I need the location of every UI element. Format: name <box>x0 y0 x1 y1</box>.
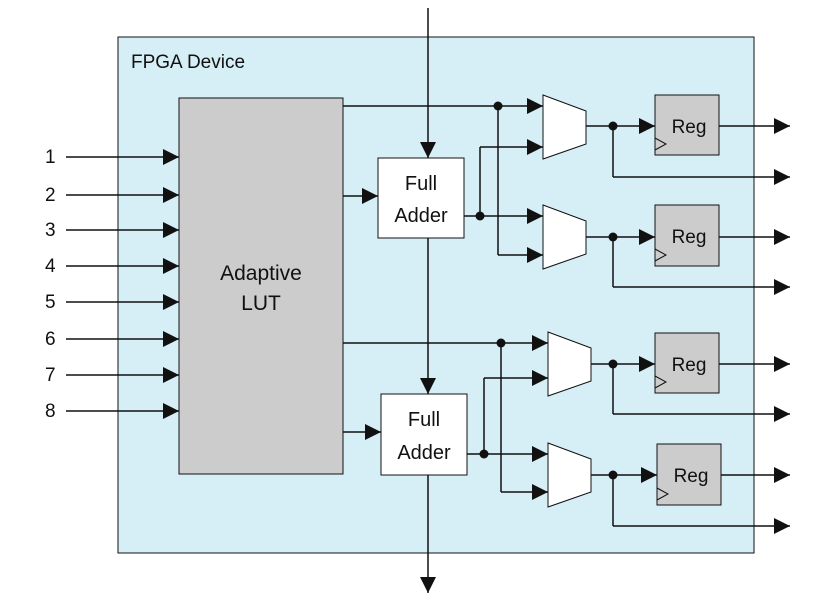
junction-dot-top-bus <box>493 101 503 111</box>
input-label-4: 4 <box>45 256 56 277</box>
adder-bottom-line1: Full <box>408 409 440 431</box>
adaptive-lut-block <box>178 97 344 475</box>
output-stage-1 <box>586 118 790 185</box>
full-adder-top <box>377 157 465 239</box>
mux-2 <box>542 204 587 270</box>
adder-top-line1: Full <box>405 173 437 195</box>
junction-dot-top-sum <box>475 211 485 221</box>
input-label-7: 7 <box>45 365 56 386</box>
clock-icon <box>654 137 668 151</box>
input-labels: 1 2 3 4 5 6 7 8 <box>45 147 56 422</box>
register-2-label: Reg <box>672 227 707 248</box>
input-label-5: 5 <box>45 292 56 313</box>
register-4-box <box>656 443 722 506</box>
lut-label-line1: Adaptive <box>220 262 302 285</box>
register-4: Reg <box>656 443 722 506</box>
mux-4 <box>547 442 592 508</box>
register-2: Reg <box>654 204 720 267</box>
register-1: Reg <box>654 94 720 156</box>
output-stage-4 <box>591 467 790 534</box>
mux-3 <box>547 331 592 397</box>
full-adder-bottom <box>380 393 468 476</box>
register-3-label: Reg <box>672 355 707 376</box>
clock-icon <box>654 248 668 262</box>
input-label-3: 3 <box>45 220 56 241</box>
register-4-label: Reg <box>674 466 709 487</box>
input-lines <box>66 149 179 419</box>
input-label-6: 6 <box>45 329 56 350</box>
clock-icon <box>654 375 668 389</box>
adder-bottom-line2: Adder <box>397 442 451 464</box>
register-1-box <box>654 94 720 156</box>
input-label-2: 2 <box>45 185 56 206</box>
bottom-routing <box>343 335 548 500</box>
top-routing <box>343 98 543 263</box>
register-1-label: Reg <box>672 117 707 138</box>
junction-dot-bottom-sum <box>479 449 489 459</box>
register-2-box <box>654 204 720 267</box>
output-stage-3 <box>591 356 790 422</box>
device-title: FPGA Device <box>131 52 245 73</box>
input-label-1: 1 <box>45 147 56 168</box>
adder-top-line2: Adder <box>394 205 448 227</box>
output-stage-2 <box>586 229 790 295</box>
register-3: Reg <box>654 332 720 394</box>
clock-icon <box>656 487 670 501</box>
input-label-8: 8 <box>45 401 56 422</box>
junction-dot-bottom-bus <box>496 338 506 348</box>
lut-label-line2: LUT <box>241 292 281 315</box>
register-3-box <box>654 332 720 394</box>
mux-1 <box>542 94 587 160</box>
